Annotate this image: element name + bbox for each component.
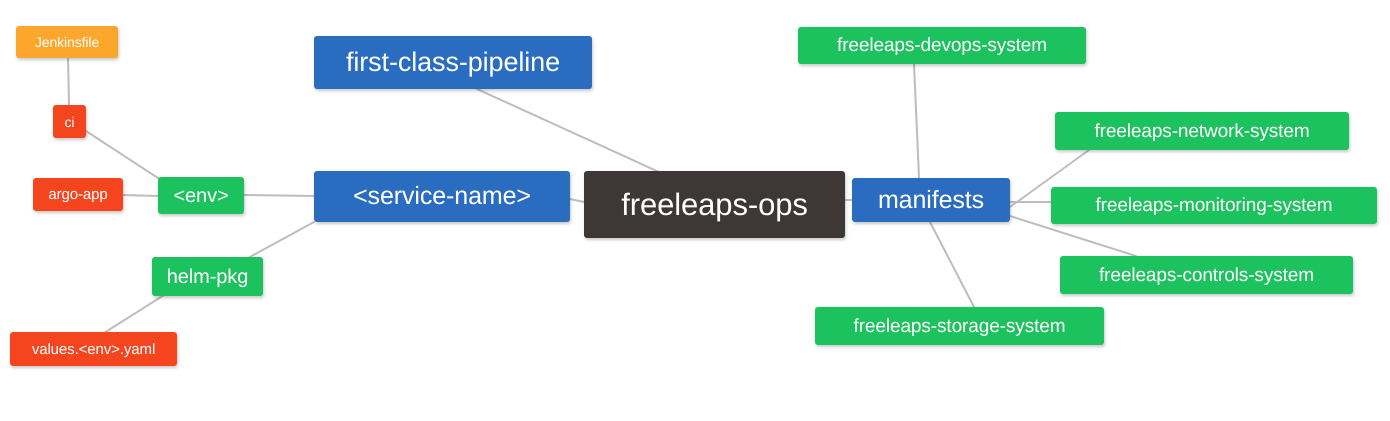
node-label-freeleaps-ops: freeleaps-ops <box>621 187 808 222</box>
node-freeleaps-network-system[interactable]: freeleaps-network-system <box>1055 112 1349 150</box>
edge-argo-app-to-env <box>122 194 159 197</box>
node-service-name[interactable]: <service-name> <box>314 171 570 222</box>
node-argo-app[interactable]: argo-app <box>33 178 123 211</box>
node-jenkinsfile[interactable]: Jenkinsfile <box>16 26 118 58</box>
node-label-freeleaps-storage-system: freeleaps-storage-system <box>853 315 1066 337</box>
node-label-freeleaps-network-system: freeleaps-network-system <box>1094 120 1310 142</box>
edge-service-name-to-helm-pkg <box>247 221 315 259</box>
node-label-freeleaps-devops-system: freeleaps-devops-system <box>837 35 1047 56</box>
node-freeleaps-devops-system[interactable]: freeleaps-devops-system <box>798 27 1086 64</box>
node-label-manifests: manifests <box>877 185 985 214</box>
edge-service-name-to-freeleaps-ops <box>569 198 585 203</box>
node-ci[interactable]: ci <box>53 105 86 138</box>
node-label-env: <env> <box>173 184 229 207</box>
edge-helm-pkg-to-values-yaml <box>103 289 173 334</box>
node-label-values-yaml: values.<env>.yaml <box>31 340 156 358</box>
node-freeleaps-ops[interactable]: freeleaps-ops <box>584 171 845 238</box>
edge-env-to-service-name <box>243 194 315 197</box>
node-freeleaps-storage-system[interactable]: freeleaps-storage-system <box>815 307 1104 345</box>
node-label-helm-pkg: helm-pkg <box>166 265 249 288</box>
node-label-argo-app: argo-app <box>48 186 108 203</box>
node-helm-pkg[interactable]: helm-pkg <box>152 257 263 296</box>
node-env[interactable]: <env> <box>158 177 244 214</box>
edge-first-class-pipeline-to-freeleaps-ops <box>476 88 660 173</box>
edge-manifests-to-freeleaps-devops-system <box>913 63 920 179</box>
edge-jenkinsfile-to-ci <box>67 56 70 107</box>
node-values-yaml[interactable]: values.<env>.yaml <box>10 332 177 366</box>
edge-ci-to-env <box>85 130 162 181</box>
node-first-class-pipeline[interactable]: first-class-pipeline <box>314 36 592 89</box>
node-label-first-class-pipeline: first-class-pipeline <box>345 47 561 77</box>
node-freeleaps-monitoring-system[interactable]: freeleaps-monitoring-system <box>1051 187 1377 224</box>
node-freeleaps-controls-system[interactable]: freeleaps-controls-system <box>1060 256 1353 294</box>
edge-manifests-to-freeleaps-storage-system <box>929 221 975 308</box>
node-label-freeleaps-controls-system: freeleaps-controls-system <box>1098 264 1315 286</box>
node-label-ci: ci <box>64 113 75 130</box>
node-label-jenkinsfile: Jenkinsfile <box>34 34 100 50</box>
node-label-service-name: <service-name> <box>353 182 531 210</box>
node-manifests[interactable]: manifests <box>852 178 1010 222</box>
node-label-freeleaps-monitoring-system: freeleaps-monitoring-system <box>1095 195 1333 216</box>
